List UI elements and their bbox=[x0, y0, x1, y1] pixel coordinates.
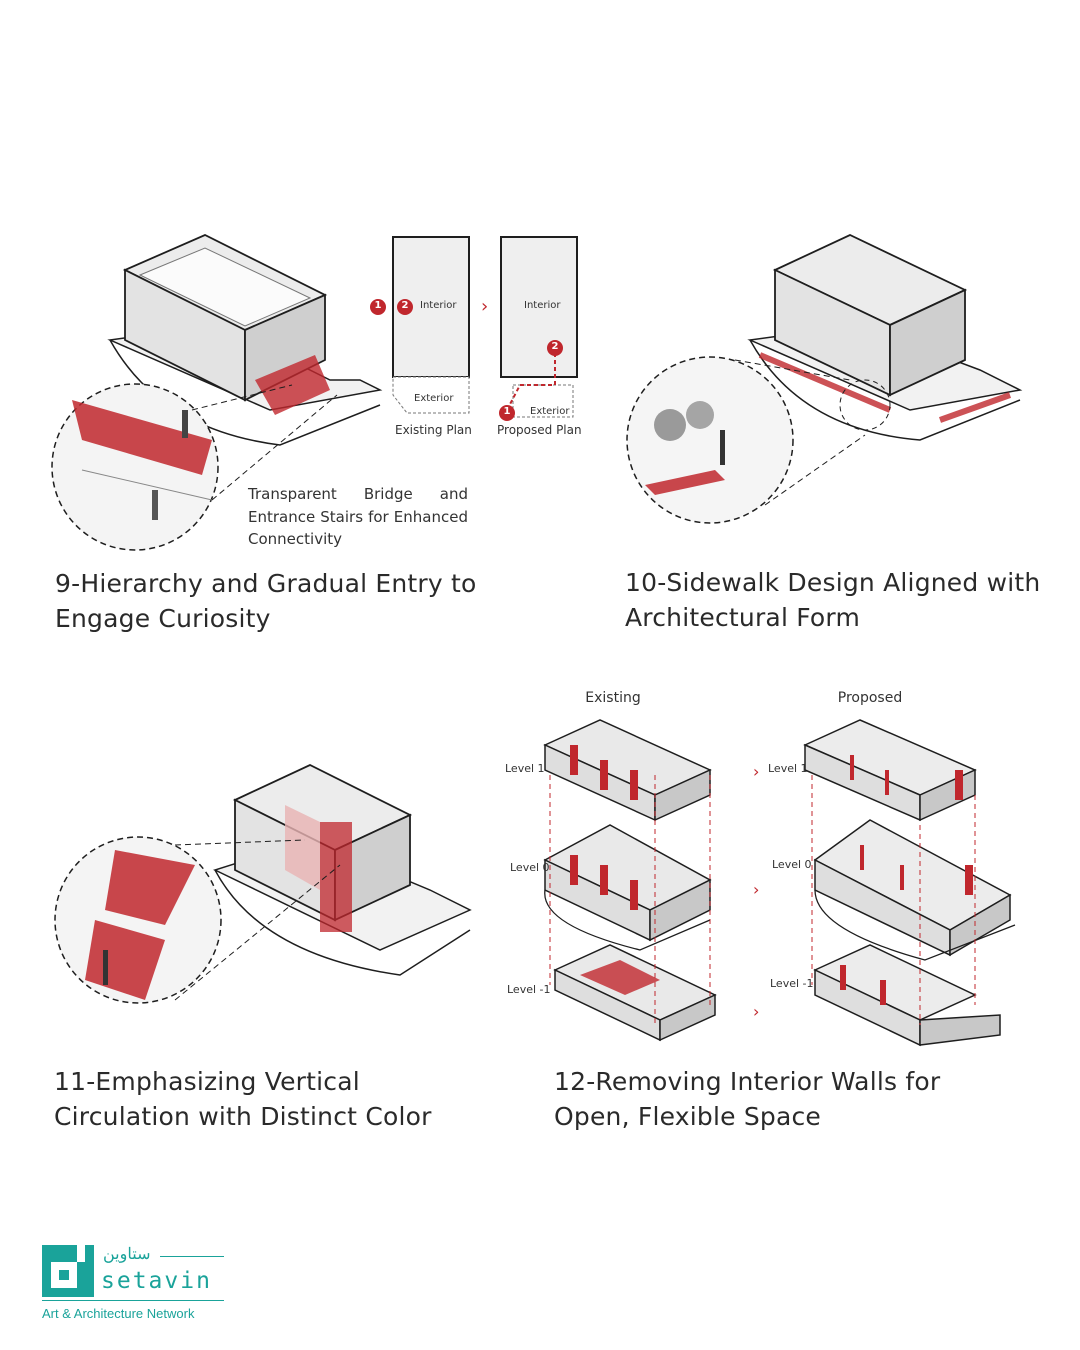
level-minus-1-arrow: › bbox=[753, 1002, 760, 1021]
panel-9-note: Transparent Bridge and Entrance Stairs f… bbox=[248, 485, 468, 548]
existing-exterior-label: Exterior bbox=[414, 393, 454, 404]
panel-10-building-drawing bbox=[747, 234, 1023, 441]
panel-11-detail-circle bbox=[54, 836, 341, 1004]
existing-heading: Existing bbox=[585, 690, 641, 706]
proposed-plan-drawing bbox=[499, 236, 578, 421]
panel-10-caption: 10-Sidewalk Design Aligned with Architec… bbox=[625, 568, 1041, 632]
panel-9-detail-circle bbox=[51, 383, 338, 551]
existing-interior-label: Interior bbox=[420, 300, 457, 311]
proposed-marker-1: 1 bbox=[503, 406, 511, 417]
level-1-arrow: › bbox=[753, 762, 760, 781]
proposed-level-minus-1-label: Level -1 bbox=[770, 977, 814, 990]
existing-level-1-label: Level 1 bbox=[505, 762, 545, 775]
proposed-level-1-label: Level 1 bbox=[768, 762, 808, 775]
plan-arrow: › bbox=[481, 296, 489, 317]
panel-10-detail-circle bbox=[626, 356, 891, 524]
panel-9-building-drawing bbox=[107, 234, 383, 446]
existing-plan-label: Existing Plan bbox=[395, 423, 472, 437]
panel-11-caption: 11-Emphasizing Vertical Circulation with… bbox=[54, 1067, 432, 1131]
existing-levels-drawing bbox=[543, 719, 717, 1042]
setavin-logo-mark bbox=[42, 1245, 94, 1297]
existing-level-0-label: Level 0 bbox=[510, 861, 550, 874]
proposed-exterior-label: Exterior bbox=[530, 406, 570, 417]
level-0-arrow: › bbox=[753, 880, 760, 899]
logo-rule-top bbox=[160, 1256, 224, 1257]
proposed-levels-drawing bbox=[803, 719, 1016, 1047]
logo-name-top: ستاوین bbox=[103, 1246, 151, 1263]
logo-tagline: Art & Architecture Network bbox=[42, 1306, 195, 1321]
existing-plan-drawing bbox=[370, 236, 470, 414]
existing-marker-2: 2 bbox=[401, 300, 409, 311]
existing-level-minus-1-label: Level -1 bbox=[507, 983, 551, 996]
logo-name-latin: setavin bbox=[101, 1268, 212, 1294]
existing-marker-1: 1 bbox=[374, 300, 382, 311]
proposed-level-0-label: Level 0 bbox=[772, 858, 812, 871]
proposed-marker-2: 2 bbox=[551, 341, 559, 352]
panel-12-caption: 12-Removing Interior Walls for Open, Fle… bbox=[554, 1067, 941, 1131]
proposed-interior-label: Interior bbox=[524, 300, 561, 311]
panel-9-caption: 9-Hierarchy and Gradual Entry to Engage … bbox=[55, 569, 477, 633]
proposed-heading: Proposed bbox=[837, 690, 903, 706]
proposed-plan-label: Proposed Plan bbox=[497, 423, 582, 437]
logo-rule-bottom bbox=[42, 1300, 224, 1301]
